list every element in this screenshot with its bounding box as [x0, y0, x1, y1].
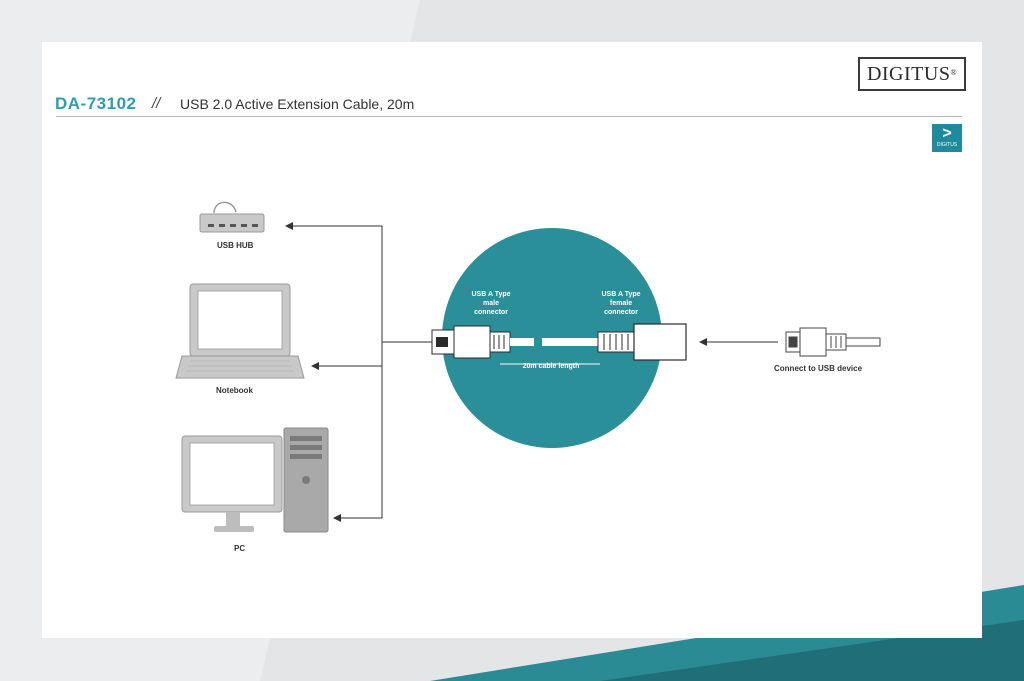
usb-extension-cable — [431, 323, 687, 365]
usb-hub-label: USB HUB — [217, 241, 254, 250]
next-button[interactable]: > DIGITUS — [932, 124, 962, 152]
next-button-label: DIGITUS — [936, 142, 958, 148]
logo-text: DIGITUS — [866, 62, 951, 85]
pc-label: PC — [234, 544, 246, 553]
usb-plug-icon — [785, 327, 881, 357]
logo-mark: ® — [950, 67, 958, 77]
female-connector-label: USB A Type female connector — [601, 291, 641, 316]
header-divider — [56, 116, 962, 117]
male-connector-label: USB A Type male connector — [471, 291, 511, 316]
cable-length-label: 20m cable length — [522, 363, 580, 370]
product-sku: DA-73102 — [55, 94, 137, 113]
notebook-icon — [175, 283, 305, 379]
pc-icon — [181, 427, 329, 533]
digitus-logo: DIGITUS® — [858, 57, 966, 91]
title-separator: // — [152, 95, 161, 112]
notebook-label: Notebook — [216, 386, 253, 395]
chevron-right-icon: > — [942, 125, 952, 142]
page-title: USB 2.0 Active Extension Cable, 20m — [180, 96, 415, 112]
usb-hub-icon — [199, 201, 265, 233]
distribution-lines — [285, 222, 434, 522]
connect-device-label: Connect to USB device — [774, 364, 863, 373]
